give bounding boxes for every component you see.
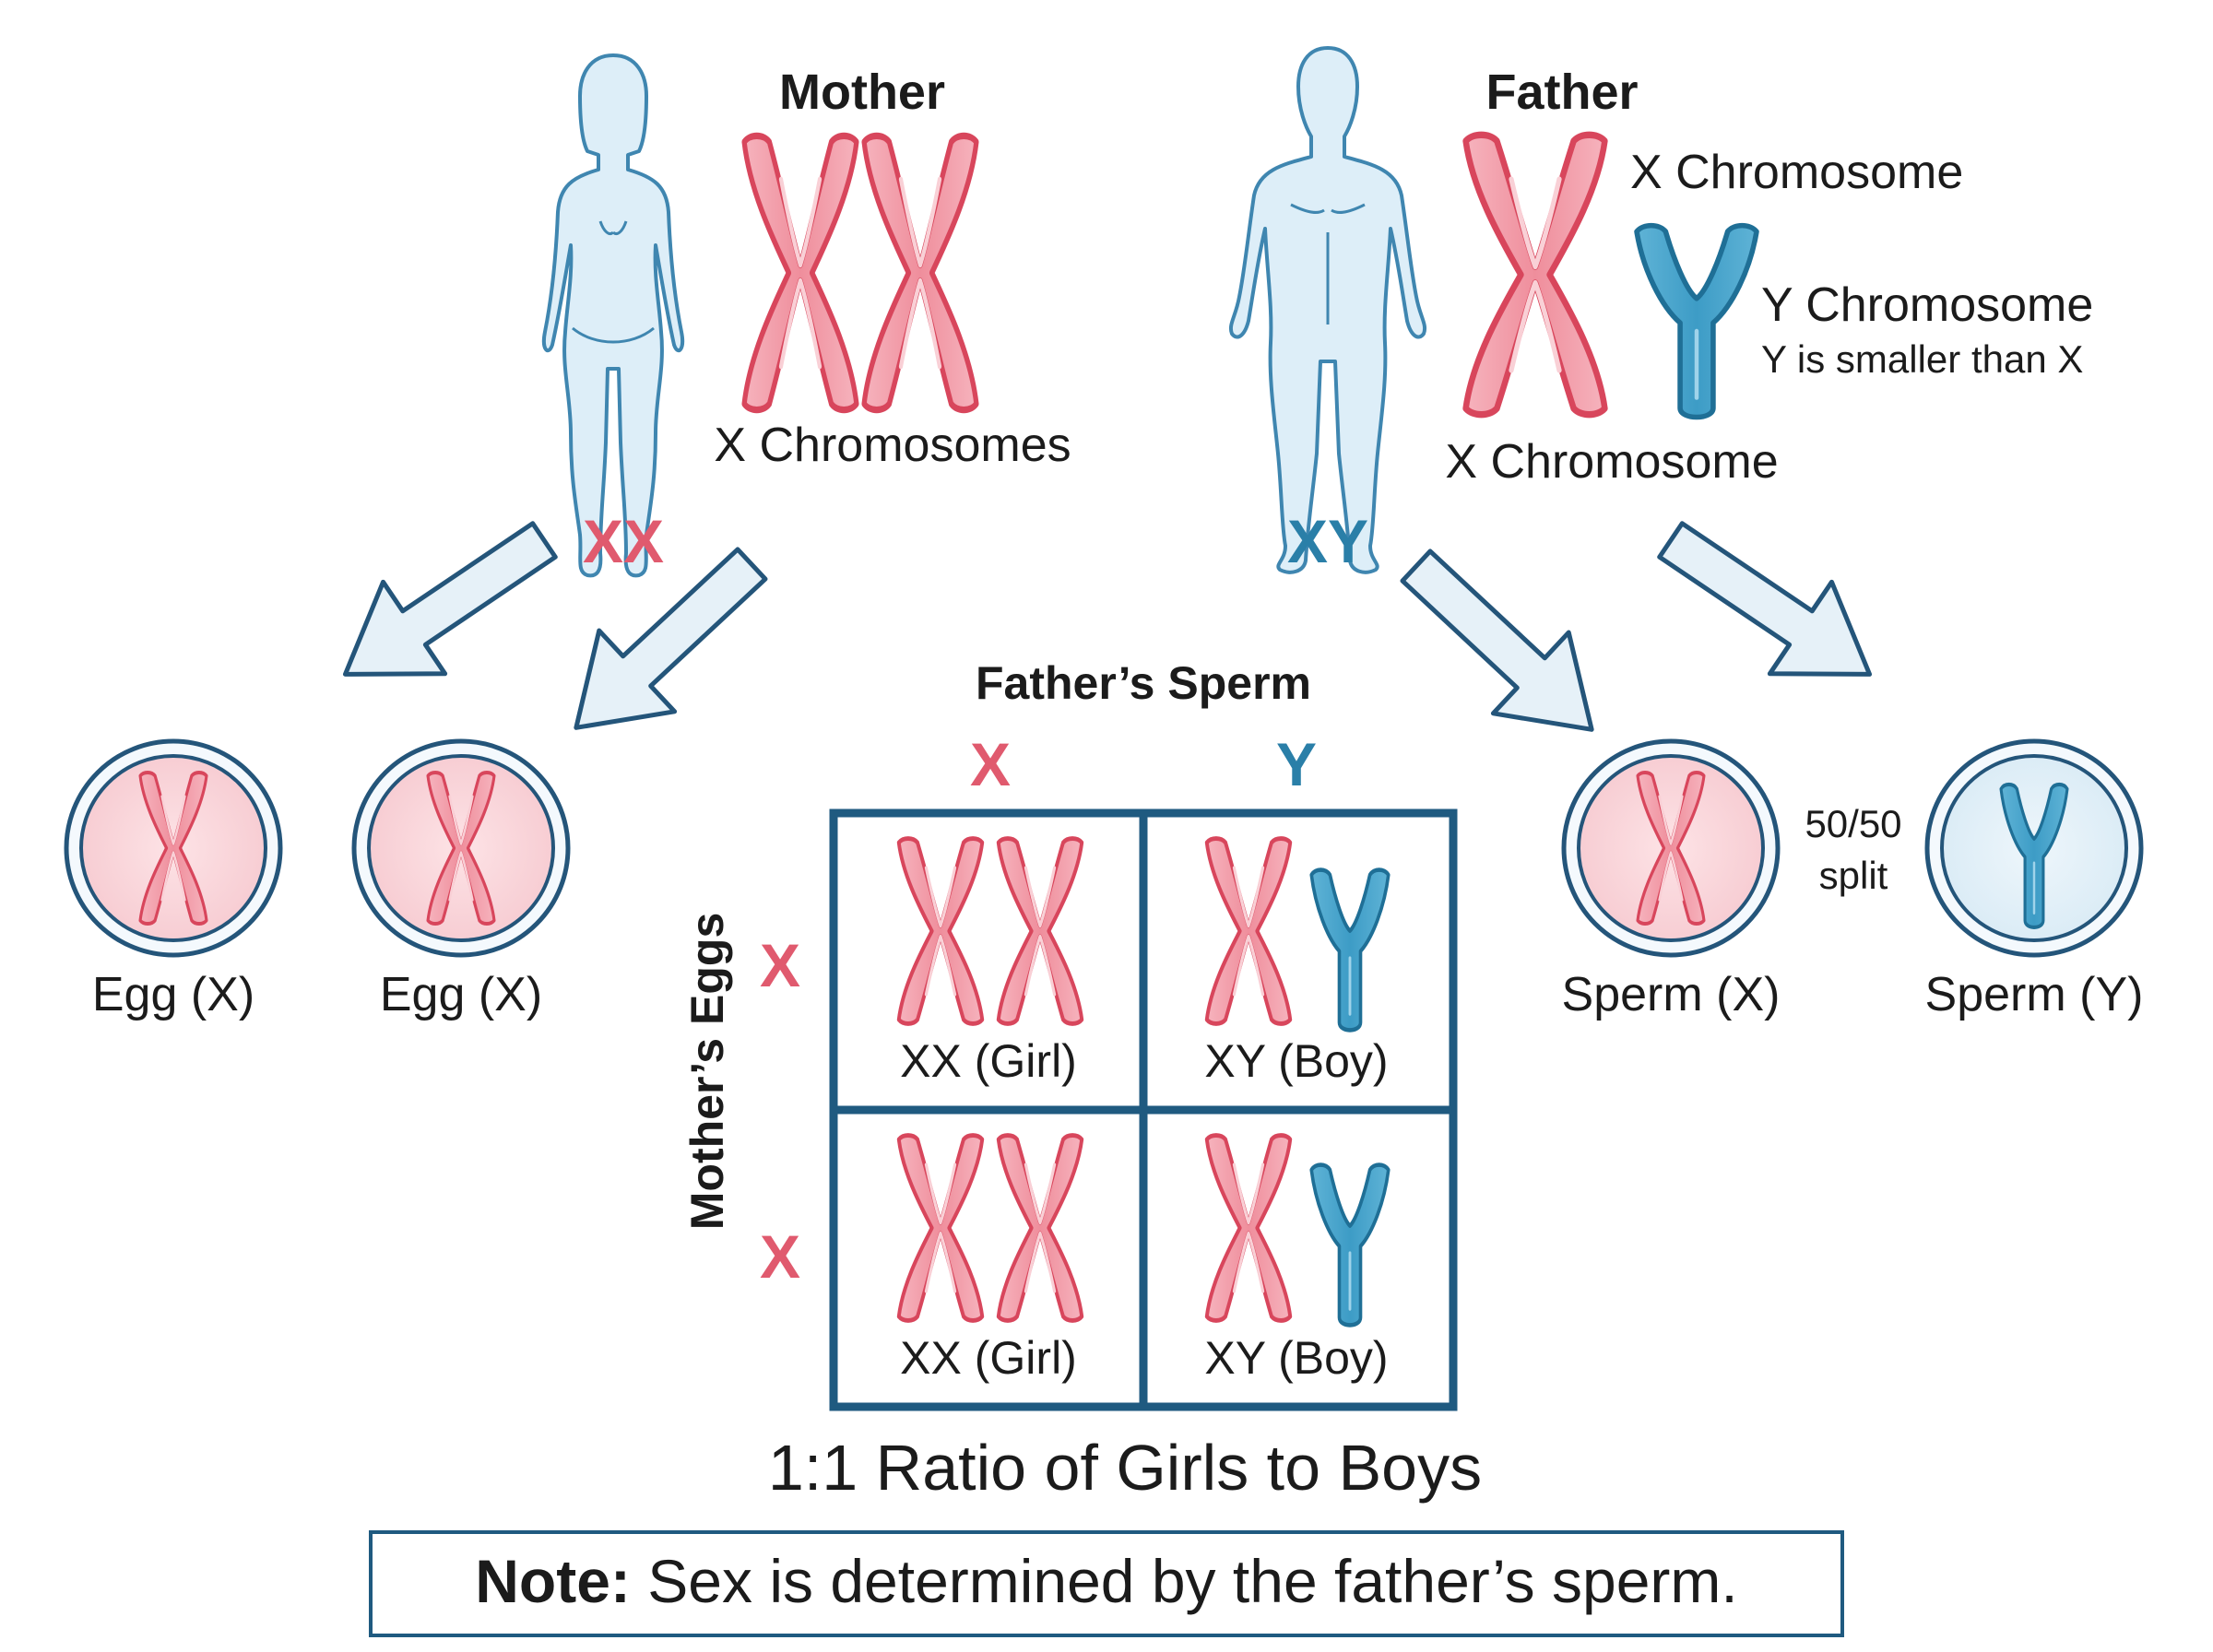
note-text: Note: Sex is determined by the father’s …	[475, 1547, 1737, 1615]
egg-2-cell	[351, 738, 571, 958]
father-figure-icon	[1229, 46, 1426, 574]
cell-1-1-label: XX (Girl)	[900, 1035, 1077, 1087]
mother-figure-icon	[542, 53, 684, 578]
egg-2-label: Egg (X)	[380, 968, 542, 1021]
sperm-y-label: Sperm (Y)	[1925, 968, 2144, 1021]
punnett-row-title: Mother’s Eggs	[681, 913, 733, 1230]
father-y-note: Y is smaller than X	[1761, 337, 2083, 381]
mother-title: Mother	[779, 65, 945, 120]
split-label-line2: split	[1819, 854, 1888, 897]
sperm-y-cell	[1924, 738, 2144, 958]
father-x-label: X Chromosome	[1630, 146, 1963, 199]
punnett-col-header-x: X	[970, 730, 1011, 798]
note-box	[369, 1530, 1844, 1637]
sperm-x-label: Sperm (X)	[1562, 968, 1781, 1021]
punnett-column-title: Father’s Sperm	[976, 657, 1311, 709]
cell-2-1-label: XX (Girl)	[900, 1332, 1077, 1384]
egg-1-cell	[64, 738, 283, 958]
sperm-x-cell	[1561, 738, 1781, 958]
father-title: Father	[1485, 65, 1638, 120]
arrow-father-to-sperm-x	[1379, 525, 1629, 770]
egg-1-label: Egg (X)	[92, 968, 254, 1021]
ratio-caption: 1:1 Ratio of Girls to Boys	[768, 1432, 1482, 1504]
cell-1-2-label: XY (Boy)	[1204, 1035, 1388, 1087]
punnett-row-header-x-1: X	[760, 931, 800, 999]
punnett-col-header-y: Y	[1276, 730, 1317, 798]
mother-genotype: XX	[583, 507, 664, 575]
note-body: Sex is determined by the father’s sperm.	[631, 1547, 1738, 1615]
mother-x-chromosome-2-icon	[864, 136, 976, 409]
note-bold: Note:	[475, 1547, 631, 1615]
split-label-line1: 50/50	[1805, 802, 1901, 845]
father-x-chromosome-icon	[1466, 135, 1605, 414]
arrow-mother-to-egg-1	[314, 494, 575, 720]
cell-2-2-label: XY (Boy)	[1204, 1332, 1388, 1384]
father-y-label: Y Chromosome	[1761, 278, 2093, 332]
punnett-row-header-x-2: X	[760, 1222, 800, 1291]
mother-x-chromosome-1-icon	[744, 136, 857, 409]
father-y-chromosome-icon	[1637, 226, 1757, 418]
father-x-label-bottom: X Chromosome	[1445, 435, 1778, 489]
mother-chromosome-label: X Chromosomes	[714, 419, 1071, 472]
father-genotype: XY	[1287, 507, 1368, 575]
arrow-father-to-sperm-y	[1639, 494, 1900, 720]
